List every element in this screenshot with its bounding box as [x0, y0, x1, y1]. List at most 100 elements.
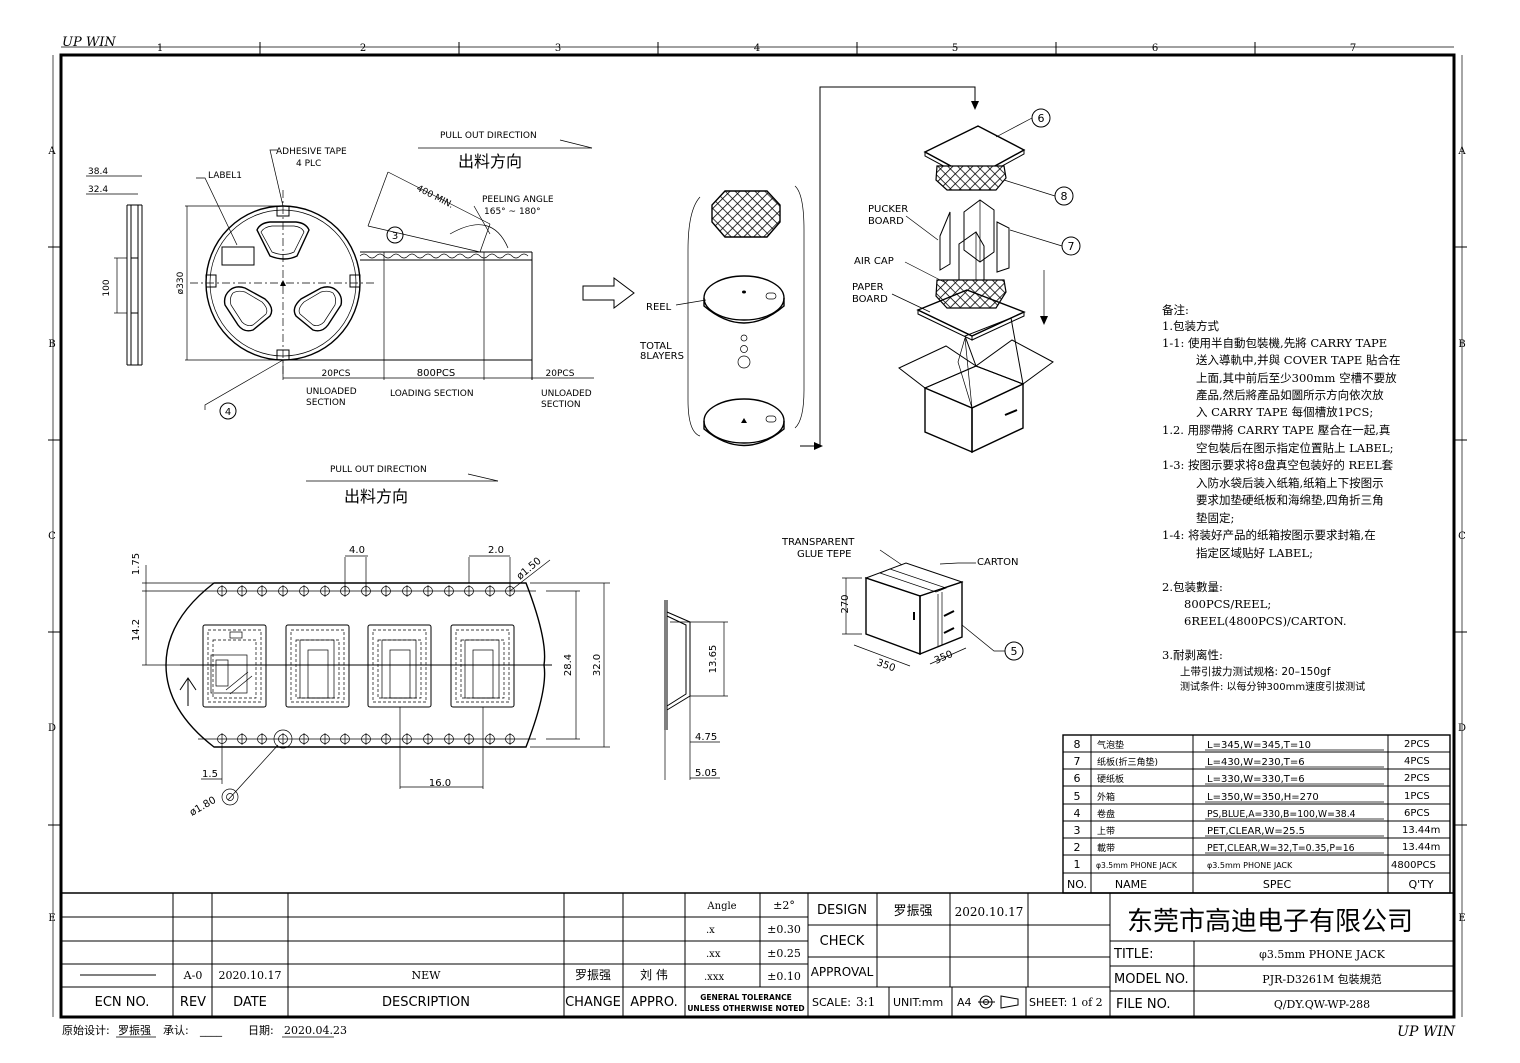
bom-qty: 2PCS — [1404, 739, 1430, 750]
tol-x: .x — [706, 925, 715, 936]
title-block: A-0 2020.10.17 NEW 罗振强 刘 伟 ECN NO. REV D… — [61, 892, 1454, 1017]
model-value: PJR-D3261M 包裝規范 — [1262, 972, 1381, 986]
grid-row-d-right: D — [1458, 723, 1466, 734]
grid-col-5: 5 — [952, 43, 958, 54]
grid-row-c: C — [48, 531, 56, 542]
pcs-right: 20PCS — [546, 369, 575, 379]
closed-carton-view: TRANSPARENT GLUE TEPE CARTON 270 350 350… — [781, 537, 1024, 674]
bom-spec: L=345,W=345,T=10 — [1207, 740, 1311, 751]
grid-col-2: 2 — [360, 43, 366, 54]
dim-dia-330: ø330 — [176, 271, 186, 294]
dim-hole-1-50: ø1.50 — [515, 556, 544, 583]
transparent-text: TRANSPARENT — [781, 537, 855, 548]
bom-no: 3 — [1074, 824, 1081, 837]
callout-6: 6 — [1038, 112, 1045, 125]
grid-col-1: 1 — [157, 43, 163, 54]
bom-qty: 6PCS — [1404, 808, 1430, 819]
bom-spec: φ3.5mm PHONE JACK — [1207, 861, 1293, 870]
rev-change: 罗振强 — [575, 968, 611, 982]
bom-table: 8 气泡垫 L=345,W=345,T=10 2PCS 7 纸板(折三角垫) L… — [1062, 734, 1451, 894]
grid-col-7: 7 — [1350, 43, 1356, 54]
dim-350-b: 350 — [933, 649, 955, 667]
layers-text: 8LAYERS — [640, 351, 684, 362]
corner-label-bottom: UP WIN — [1397, 1024, 1456, 1040]
note-3: 3.耐剥离性: — [1162, 648, 1223, 662]
tol-x-value: ±0.30 — [767, 923, 801, 936]
bom-name: 外箱 — [1097, 791, 1115, 803]
note-3-b: 测试条件: 以每分钟300mm速度引拔测试 — [1180, 680, 1365, 693]
dim-100: 100 — [102, 279, 112, 296]
sheet-frame: 1 2 3 4 5 6 7 A B C D E A B C D E UP WIN… — [47, 35, 1467, 1040]
section-left: SECTION — [306, 398, 346, 408]
dim-32-4: 32.4 — [88, 185, 108, 195]
check-label: CHECK — [820, 934, 865, 949]
dim-2-0: 2.0 — [488, 545, 504, 556]
carrier-tape-view: PULL OUT DIRECTION 出料方向 — [131, 465, 610, 819]
tol-general: GENERAL TOLERANCE — [700, 993, 792, 1002]
pull-out-en-bottom: PULL OUT DIRECTION — [330, 465, 427, 475]
grid-row-b: B — [48, 339, 55, 350]
rev-appro: 刘 伟 — [640, 968, 668, 982]
grid-row-c-right: C — [1458, 531, 1466, 542]
header-rev: REV — [180, 995, 206, 1010]
grid-row-b-right: B — [1458, 339, 1465, 350]
approval-label: APPROVAL — [811, 965, 874, 979]
carton-text: CARTON — [977, 557, 1019, 568]
note-1-3-a: 1-3: 按图示要求将8盘真空包装好的 REEL套 — [1162, 458, 1394, 472]
dim-1-5: 1.5 — [202, 769, 218, 780]
note-1-1-b: 送入導軌中,并與 COVER TAPE 貼合在 — [1196, 353, 1400, 367]
paper-text: PAPER — [852, 282, 884, 293]
bom-no: 4 — [1074, 807, 1081, 820]
bom-name: 硬纸板 — [1097, 773, 1124, 785]
bom-qty: 4PCS — [1404, 756, 1430, 767]
peeling-range: 165° ~ 180° — [484, 207, 541, 217]
note-2-b: 6REEL(4800PCS)/CARTON. — [1184, 614, 1347, 628]
reel-text: REEL — [646, 302, 672, 313]
scale-value: 3:1 — [856, 995, 875, 1009]
grid-row-e: E — [48, 913, 55, 924]
model-label: MODEL NO. — [1114, 972, 1189, 987]
note-1-3-c: 要求加垫硬纸板和海绵垫,四角折三角 — [1196, 493, 1384, 507]
paper-board-text: BOARD — [852, 294, 888, 305]
air-cap-text: AIR CAP — [854, 256, 894, 267]
design-date: 2020.10.17 — [955, 905, 1024, 919]
label1-text: LABEL1 — [208, 171, 242, 181]
bom-name: 載带 — [1097, 842, 1115, 854]
grid-col-4: 4 — [754, 43, 760, 54]
bom-name: φ3.5mm PHONE JACK — [1096, 861, 1178, 870]
bom-qty: 1PCS — [1404, 791, 1430, 802]
corner-label-top: UP WIN — [62, 35, 116, 50]
note-1-3-d: 垫固定; — [1196, 511, 1234, 525]
reel-front-view: ø330 LABEL1 ADHESIVE TAPE 4 PLC 4 — [176, 147, 376, 420]
bom-name: 上带 — [1097, 826, 1115, 837]
bom-no: 7 — [1074, 755, 1081, 768]
paper-size: A4 — [957, 996, 972, 1009]
dim-hole-1-80: ø1.80 — [188, 795, 218, 819]
callout-5: 5 — [1011, 645, 1018, 658]
rev-date: 2020.10.17 — [219, 969, 282, 982]
section-right: SECTION — [541, 400, 581, 410]
bom-no: 2 — [1074, 841, 1081, 854]
footer-designer: 罗振强 — [118, 1023, 151, 1037]
bom-spec: PET,CLEAR,W=32,T=0.35,P=16 — [1207, 843, 1355, 854]
note-1-3-b: 入防水袋后装入纸箱,纸箱上下按图示 — [1196, 476, 1384, 490]
note-3-a: 上带引拔力测试规格: 20–150gf — [1180, 665, 1331, 678]
callout-8: 8 — [1061, 190, 1068, 203]
scale-label: SCALE: — [812, 996, 851, 1009]
footer-info: 原始设计: 罗振强 承认: ____ 日期: 2020.04.23 — [62, 1023, 347, 1038]
bom-name: 卷盘 — [1097, 808, 1115, 820]
title-label: TITLE: — [1113, 947, 1154, 962]
bom-no: 8 — [1074, 738, 1081, 751]
loading-section: LOADING SECTION — [390, 389, 474, 399]
pull-out-cn-bottom: 出料方向 — [344, 487, 408, 506]
footer-date-value: 2020.04.23 — [284, 1024, 347, 1037]
tape-side-section: 13.65 4.75 5.05 — [664, 600, 728, 780]
bom-spec: L=350,W=350,H=270 — [1207, 792, 1319, 803]
dist-400: 400 MIN. — [415, 184, 455, 211]
pcs-left: 20PCS — [322, 369, 351, 379]
header-date: DATE — [233, 995, 267, 1010]
pull-out-en-top: PULL OUT DIRECTION — [440, 131, 537, 141]
pucker-board-text: BOARD — [868, 216, 904, 227]
bom-header-spec: SPEC — [1263, 878, 1292, 891]
